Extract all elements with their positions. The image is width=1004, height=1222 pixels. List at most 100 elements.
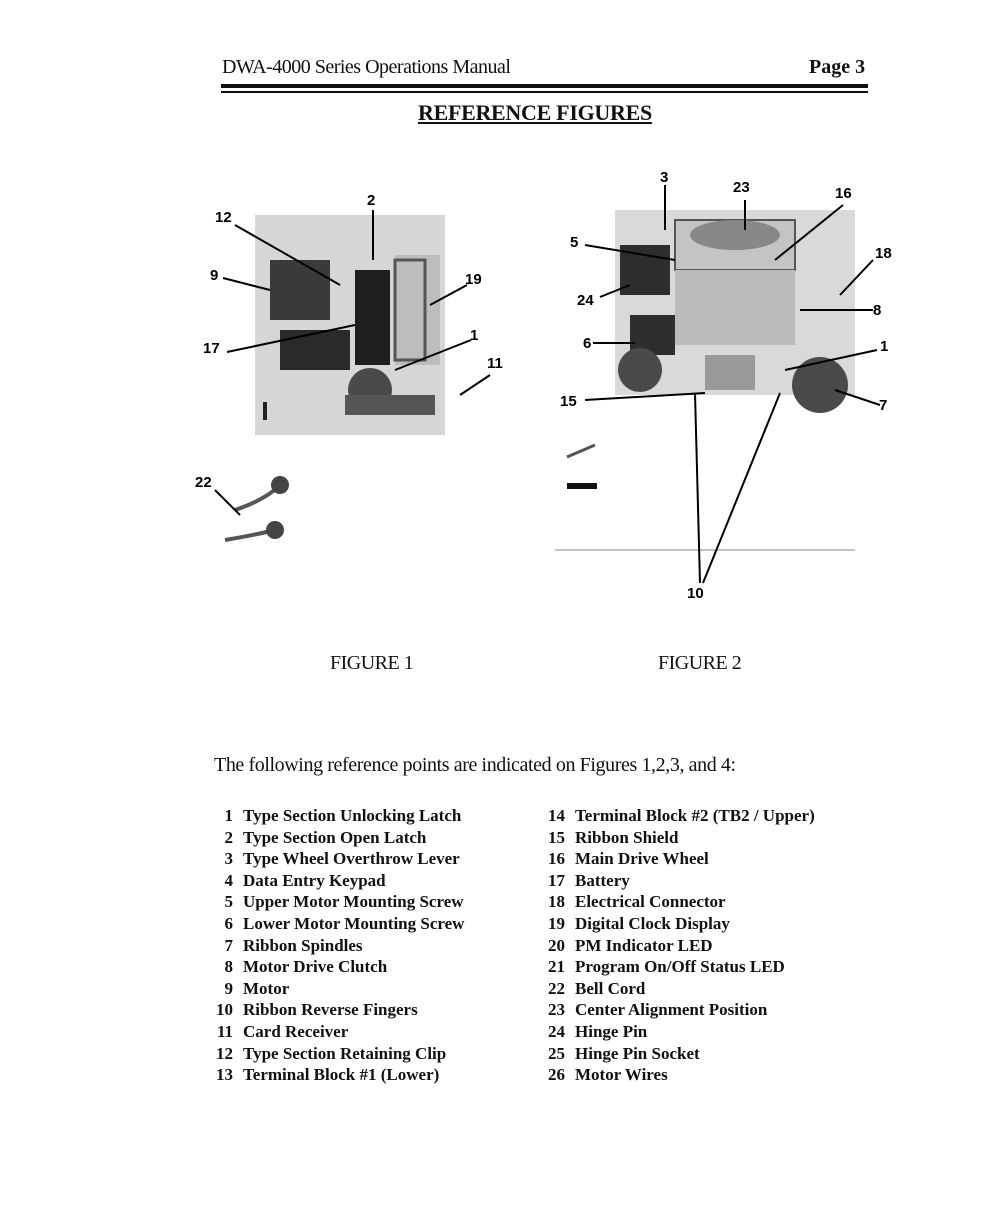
reference-number: 13 — [216, 1065, 233, 1085]
reference-number: 21 — [548, 957, 565, 977]
reference-item: 2 Type Section Open Latch — [203, 827, 464, 849]
fig1-callout-12: 12 — [215, 209, 232, 226]
fig1-callout-2: 2 — [367, 192, 375, 209]
reference-number: 16 — [548, 849, 565, 869]
reference-label: Program On/Off Status LED — [575, 957, 785, 977]
fig2-callout-8: 8 — [873, 302, 881, 319]
motor-shape — [270, 260, 330, 320]
figure-1-photo: 12 2 9 19 17 1 11 22 — [195, 180, 525, 590]
header-rule-thick — [221, 84, 868, 88]
fig2-callout-5: 5 — [570, 234, 578, 251]
reference-item: 5 Upper Motor Mounting Screw — [203, 891, 464, 913]
reference-item: 22 Bell Cord — [535, 978, 815, 1000]
fig2-callout-18: 18 — [875, 245, 892, 262]
fig2-callout-16: 16 — [835, 185, 852, 202]
reference-number: 15 — [548, 827, 565, 847]
reference-label: Hinge Pin Socket — [575, 1043, 700, 1063]
fig1-callout-17: 17 — [203, 340, 220, 357]
fig1-callout-11: 11 — [487, 355, 503, 372]
fig1-callout-22: 22 — [195, 474, 212, 491]
reference-label: Ribbon Shield — [575, 827, 679, 847]
reference-label: Motor — [243, 978, 290, 998]
reference-label: Motor Drive Clutch — [243, 957, 388, 977]
reference-label: Upper Motor Mounting Screw — [243, 892, 464, 912]
fig2-callout-1: 1 — [880, 338, 888, 355]
reference-number: 22 — [548, 978, 565, 998]
reference-label: PM Indicator LED — [575, 935, 713, 955]
fig2-callout-7: 7 — [879, 397, 887, 414]
fig1-callout-1: 1 — [470, 327, 478, 344]
reference-number: 17 — [548, 870, 565, 890]
reference-label: Ribbon Spindles — [243, 935, 363, 955]
reference-label: Card Receiver — [243, 1021, 349, 1041]
intro-text: The following reference points are indic… — [214, 754, 736, 776]
reference-item: 11 Card Receiver — [203, 1021, 464, 1043]
figure-2-photo: 3 23 16 5 18 24 8 6 1 15 7 10 — [555, 165, 900, 605]
reference-number: 7 — [224, 935, 234, 955]
reference-number: 20 — [548, 935, 565, 955]
reference-label: Type Section Open Latch — [243, 827, 427, 847]
reference-number: 14 — [548, 806, 565, 825]
reference-number: 4 — [224, 870, 234, 890]
page-header-title: DWA-4000 Series Operations Manual — [222, 56, 511, 78]
reference-item: 16 Main Drive Wheel — [535, 848, 815, 870]
reference-number: 23 — [548, 1000, 565, 1020]
reference-label: Terminal Block #2 (TB2 / Upper) — [575, 806, 815, 825]
reference-label: Type Section Unlocking Latch — [243, 806, 462, 825]
reference-item: 20 PM Indicator LED — [535, 935, 815, 957]
reference-label: Motor Wires — [575, 1065, 668, 1085]
fig2-callout-24: 24 — [577, 292, 594, 309]
reference-item: 7 Ribbon Spindles — [203, 935, 464, 957]
reference-number: 2 — [224, 827, 234, 847]
reference-number: 5 — [224, 892, 234, 912]
reference-number: 25 — [548, 1043, 565, 1063]
figure-1-caption: FIGURE 1 — [330, 652, 414, 674]
fig1-callout-9: 9 — [210, 267, 218, 284]
reference-number: 24 — [548, 1021, 565, 1041]
reference-item: 1 Type Section Unlocking Latch — [203, 805, 464, 827]
reference-label: Center Alignment Position — [575, 1000, 768, 1020]
page-number: Page 3 — [809, 56, 866, 78]
reference-number: 11 — [216, 1021, 233, 1041]
reference-item: 12 Type Section Retaining Clip — [203, 1043, 464, 1065]
reference-item: 14 Terminal Block #2 (TB2 / Upper) — [535, 805, 815, 827]
figure-2-caption: FIGURE 2 — [658, 652, 742, 674]
reference-number: 6 — [224, 913, 234, 933]
fig2-callout-10: 10 — [687, 585, 704, 602]
reference-label: Electrical Connector — [575, 892, 726, 912]
reference-item: 23 Center Alignment Position — [535, 999, 815, 1021]
reference-label: Bell Cord — [575, 978, 646, 998]
reference-number: 1 — [224, 806, 234, 825]
section-title: REFERENCE FIGURES — [418, 100, 652, 125]
fig2-callout-15: 15 — [560, 393, 577, 410]
reference-label: Lower Motor Mounting Screw — [243, 913, 465, 933]
reference-number: 8 — [224, 957, 234, 977]
header-rule-thin — [221, 91, 868, 93]
reference-number: 26 — [548, 1065, 565, 1085]
fig2-callout-6: 6 — [583, 335, 591, 352]
reference-label: Terminal Block #1 (Lower) — [243, 1065, 440, 1085]
reference-item: 3 Type Wheel Overthrow Lever — [203, 848, 464, 870]
reference-item: 13 Terminal Block #1 (Lower) — [203, 1064, 464, 1086]
fig2-callout-3: 3 — [660, 169, 668, 186]
reference-number: 12 — [216, 1043, 233, 1063]
reference-label: Ribbon Reverse Fingers — [243, 1000, 418, 1020]
reference-label: Type Section Retaining Clip — [243, 1043, 447, 1063]
reference-item: 10 Ribbon Reverse Fingers — [203, 999, 464, 1021]
reference-list-right: 14 Terminal Block #2 (TB2 / Upper) 15 Ribbo… — [535, 805, 815, 1086]
fig2-callout-23: 23 — [733, 179, 750, 196]
reference-label: Type Wheel Overthrow Lever — [243, 849, 460, 869]
reference-label: Main Drive Wheel — [575, 849, 709, 869]
reference-number: 19 — [548, 913, 565, 933]
fig1-callout-19: 19 — [465, 271, 482, 288]
reference-number: 3 — [224, 849, 234, 869]
reference-item: 25 Hinge Pin Socket — [535, 1043, 815, 1065]
reference-number: 10 — [216, 1000, 233, 1020]
